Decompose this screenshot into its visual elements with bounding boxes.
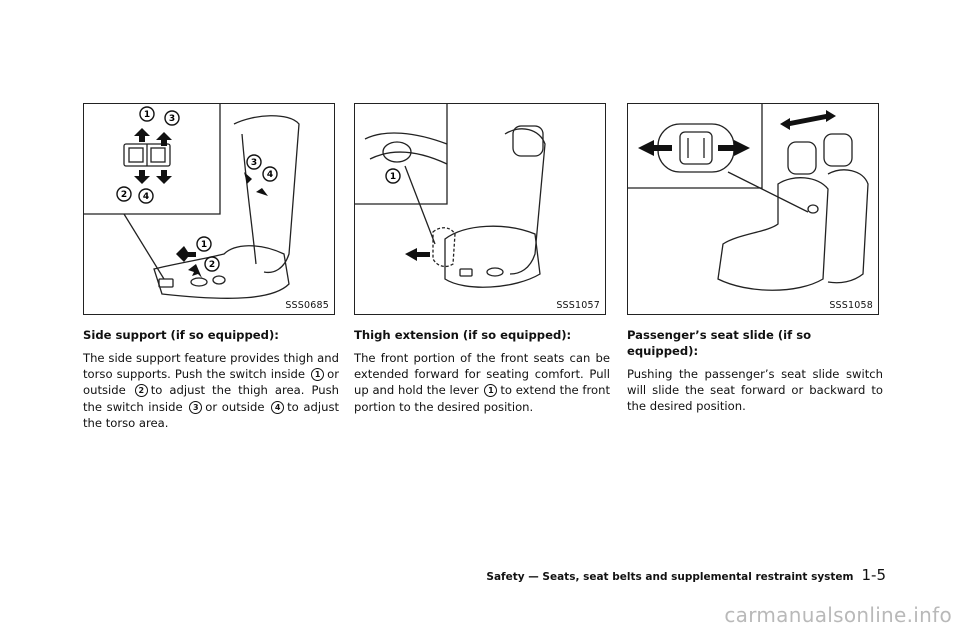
text-segment: or outside bbox=[205, 399, 265, 414]
callout-2-seat: 2 bbox=[209, 260, 215, 270]
section-heading: Passenger’s seat slide (if so equipped): bbox=[627, 328, 812, 358]
text-segment: to adjust the thigh area. Push the switc… bbox=[83, 383, 339, 414]
figure-code: SSS0685 bbox=[285, 300, 329, 311]
section-body: The side support feature provides thigh … bbox=[83, 350, 339, 431]
figure-thigh-extension: 1 SSS1057 bbox=[354, 103, 606, 315]
watermark: carmanualsonline.info bbox=[724, 603, 952, 627]
section-thigh-extension: Thigh extension (if so equipped): The fr… bbox=[354, 327, 610, 415]
callout-number: 1 bbox=[484, 384, 498, 398]
section-side-support: Side support (if so equipped): The side … bbox=[83, 327, 339, 431]
text-segment: The front portion of the front seats can… bbox=[354, 351, 610, 398]
section-heading: Side support (if so equipped): bbox=[83, 328, 279, 342]
callout-4-seat: 4 bbox=[267, 170, 273, 180]
callout-3: 3 bbox=[169, 114, 175, 124]
callout-3-seat: 3 bbox=[251, 158, 257, 168]
callout-number: 3 bbox=[189, 400, 203, 414]
callout-1: 1 bbox=[390, 172, 396, 182]
figure-side-support: 1 3 2 4 1 2 3 4 SSS0685 bbox=[83, 103, 335, 315]
text-segment: to extend the front portion to the desir… bbox=[354, 383, 610, 414]
callout-4: 4 bbox=[143, 192, 149, 202]
callout-1-seat: 1 bbox=[201, 240, 207, 250]
figure-code: SSS1058 bbox=[829, 300, 873, 311]
figure-code: SSS1057 bbox=[556, 300, 600, 311]
side-support-illustration: 1 3 2 4 1 2 3 4 bbox=[84, 104, 300, 299]
callout-1: 1 bbox=[144, 110, 150, 120]
section-passenger-seat-slide: Passenger’s seat slide (if so equipped):… bbox=[627, 327, 883, 415]
section-heading: Thigh extension (if so equipped): bbox=[354, 328, 572, 342]
section-body: The front portion of the front seats can… bbox=[354, 350, 610, 415]
text-segment: or outside bbox=[83, 367, 339, 398]
text-segment: The side support feature provides thigh … bbox=[83, 351, 339, 382]
callout-number: 2 bbox=[134, 384, 148, 398]
thigh-extension-illustration: 1 bbox=[355, 104, 546, 288]
figure-passenger-seat-slide: SSS1058 bbox=[627, 103, 879, 315]
page-footer: Safety — Seats, seat belts and supplemen… bbox=[486, 566, 886, 584]
footer-section-title: Safety — Seats, seat belts and supplemen… bbox=[486, 571, 854, 583]
callout-2: 2 bbox=[121, 190, 127, 200]
callout-number: 1 bbox=[311, 368, 325, 382]
passenger-seat-slide-illustration bbox=[628, 104, 869, 291]
callout-number: 4 bbox=[271, 400, 285, 414]
page-number: 1-5 bbox=[861, 566, 887, 584]
section-body: Pushing the passenger’s seat slide switc… bbox=[627, 367, 883, 414]
text-segment: to adjust the torso area. bbox=[83, 399, 340, 430]
